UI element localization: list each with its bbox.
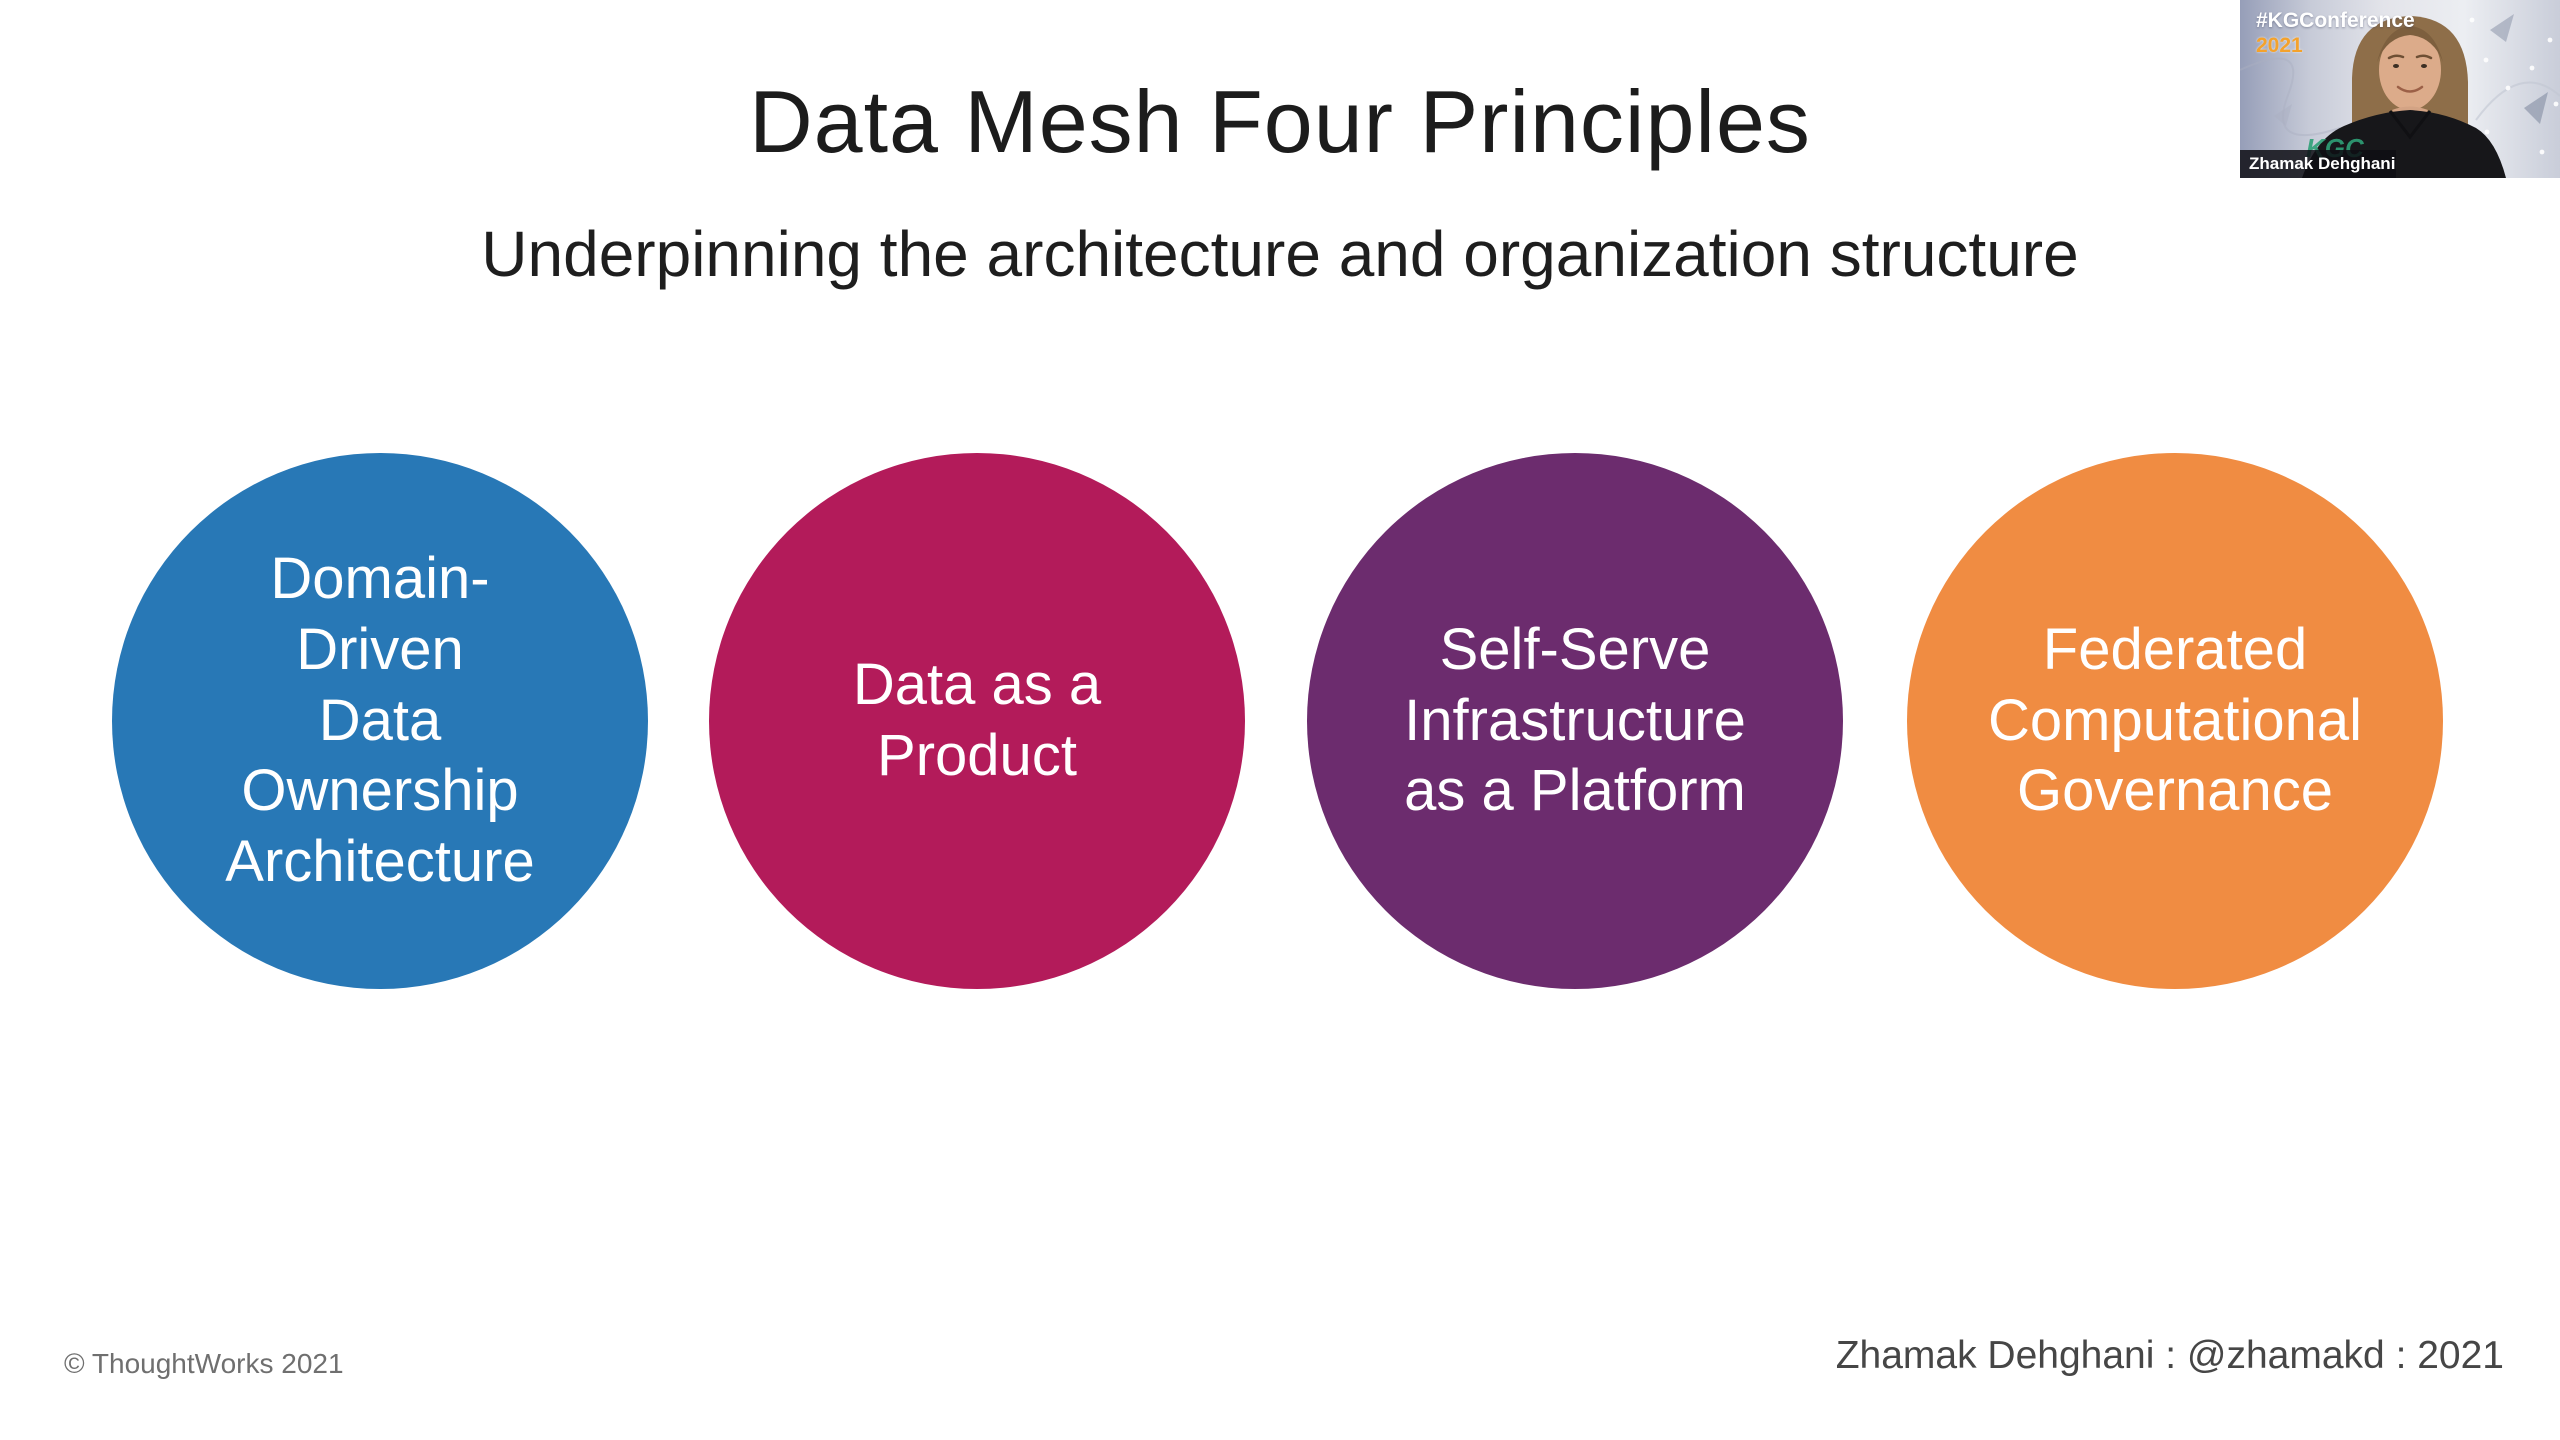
- slide-title: Data Mesh Four Principles: [749, 72, 1811, 171]
- slide-subtitle: Underpinning the architecture and organi…: [481, 218, 2079, 290]
- conference-banner: #KGConference 2021: [2256, 8, 2415, 58]
- principle-label-data-as-product: Data as a Product: [852, 652, 1102, 788]
- principle-circle-federated-governance: Federated Computational Governance: [1907, 453, 2443, 989]
- principle-circle-domain-ownership: Domain- Driven Data Ownership Architectu…: [112, 453, 648, 989]
- abstract-network-graphic: [2240, 14, 2560, 164]
- webcam-video: #KGConference 2021 KGC Zhamak Dehghani: [2240, 0, 2560, 178]
- principle-label-federated-governance: Federated Computational Governance: [1988, 616, 2362, 824]
- principle-circle-data-as-product: Data as a Product: [709, 453, 1245, 989]
- principle-circle-self-serve-infrastructure: Self-Serve Infrastructure as a Platform: [1307, 453, 1843, 989]
- conference-year: 2021: [2256, 34, 2303, 58]
- speaker-name-badge: Zhamak Dehghani: [2240, 150, 2396, 178]
- principle-label-domain-ownership: Domain- Driven Data Ownership Architectu…: [225, 546, 535, 895]
- copyright-text: © ThoughtWorks 2021: [64, 1348, 344, 1379]
- author-handle-text: Zhamak Dehghani : @zhamakd : 2021: [1835, 1334, 2504, 1377]
- conference-hashtag: #KGConference: [2256, 9, 2415, 32]
- principle-label-self-serve-infrastructure: Self-Serve Infrastructure as a Platform: [1404, 616, 1746, 824]
